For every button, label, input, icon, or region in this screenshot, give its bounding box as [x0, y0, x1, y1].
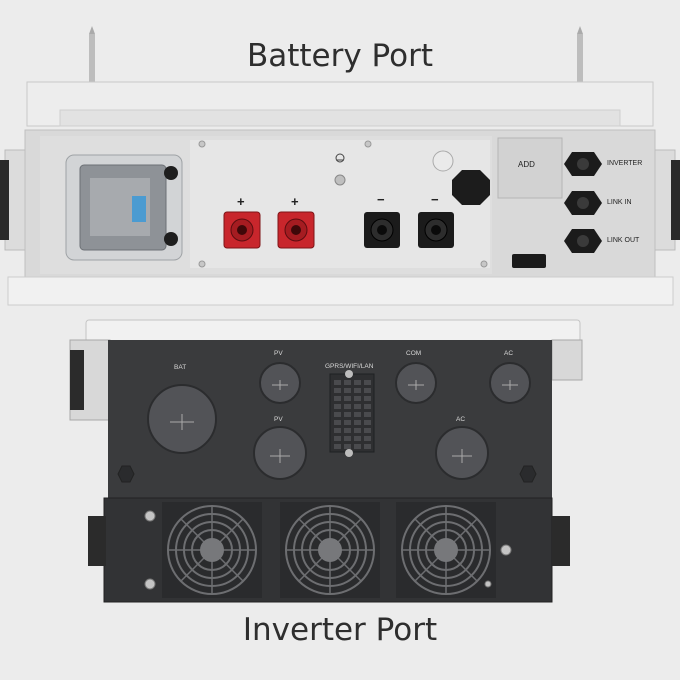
inverter-connector: [564, 152, 602, 176]
link-in-connector: [564, 191, 602, 215]
pv-port-label-top: PV: [274, 350, 283, 357]
battery-base: [7, 276, 674, 306]
usb-cover: [512, 254, 546, 268]
inverter-connector-label: INVERTER: [607, 160, 643, 167]
gprs-port-label: GPRS/WIFI/LAN: [325, 363, 374, 370]
circuit-breaker-box: [65, 154, 183, 261]
vent-knob: [432, 150, 454, 172]
positive-symbol-1: +: [237, 194, 245, 209]
add-plate: [497, 137, 563, 199]
positive-terminal-2: [277, 211, 315, 249]
positive-symbol-2: +: [291, 194, 299, 209]
ac-port-label-mid: AC: [456, 416, 466, 423]
link-in-connector-label: LINK IN: [607, 199, 632, 206]
add-label: ADD: [518, 160, 535, 169]
ac-port-label-top: AC: [504, 350, 514, 357]
com-port-label: COM: [406, 350, 422, 357]
mounting-pin-right: [577, 26, 583, 84]
ground-symbol-icon: [335, 153, 345, 163]
bat-port-label: BAT: [174, 364, 187, 371]
pv-port-label-mid: PV: [274, 416, 283, 423]
negative-terminal-1: [364, 212, 400, 248]
negative-symbol-1: −: [377, 192, 385, 207]
link-out-connector: [564, 229, 602, 253]
mounting-pin-left: [89, 26, 95, 84]
negative-symbol-2: −: [431, 192, 439, 207]
negative-terminal-2: [418, 212, 454, 248]
positive-terminal-1: [223, 211, 261, 249]
inverter-port-title: Inverter Port: [242, 612, 438, 648]
link-out-connector-label: LINK OUT: [607, 237, 640, 244]
battery-port-title: Battery Port: [246, 38, 434, 74]
cable-gland-plug: [452, 170, 490, 205]
